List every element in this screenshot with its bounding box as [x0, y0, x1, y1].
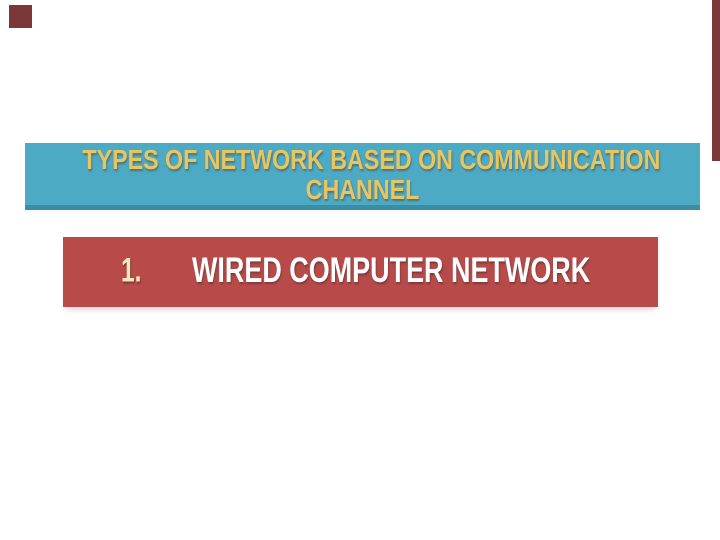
corner-decoration-square — [9, 5, 32, 28]
edge-decoration-strip — [712, 0, 720, 161]
item-banner: 1. WIRED COMPUTER NETWORK — [63, 237, 658, 307]
slide-title-line1: TYPES OF NETWORK BASED ON COMMUNICATION — [82, 144, 661, 175]
slide-title-line2: CHANNEL — [305, 174, 420, 205]
title-banner: TYPES OF NETWORK BASED ON COMMUNICATION … — [25, 143, 700, 210]
item-number: 1. — [121, 251, 142, 290]
item-label: WIRED COMPUTER NETWORK — [192, 251, 591, 291]
